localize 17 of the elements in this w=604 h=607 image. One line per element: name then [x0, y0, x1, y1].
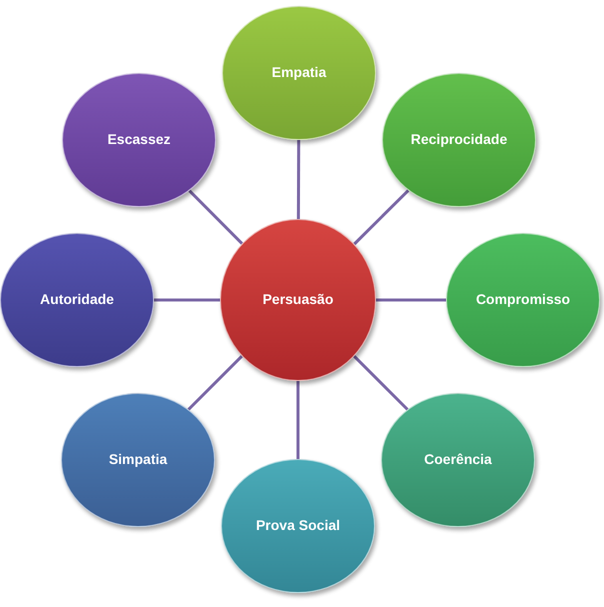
connector-line: [188, 190, 244, 245]
node-label: Reciprocidade: [410, 131, 508, 149]
connector-line: [296, 140, 300, 219]
node-label: Escassez: [106, 131, 172, 149]
node-label: Autoridade: [39, 291, 115, 309]
connector-line: [154, 298, 220, 302]
connector-line: [353, 189, 410, 246]
connector-line: [353, 355, 409, 411]
node-label: Simpatia: [108, 451, 168, 469]
node-label: Empatia: [270, 64, 328, 82]
connector-line: [376, 298, 446, 302]
node-label: Persuasão: [262, 291, 334, 309]
connector-line: [296, 381, 300, 459]
connector-line: [187, 355, 243, 411]
node-label: Prova Social: [254, 517, 342, 535]
node-label: Coerência: [423, 451, 493, 469]
node-label: Compromisso: [474, 291, 572, 309]
